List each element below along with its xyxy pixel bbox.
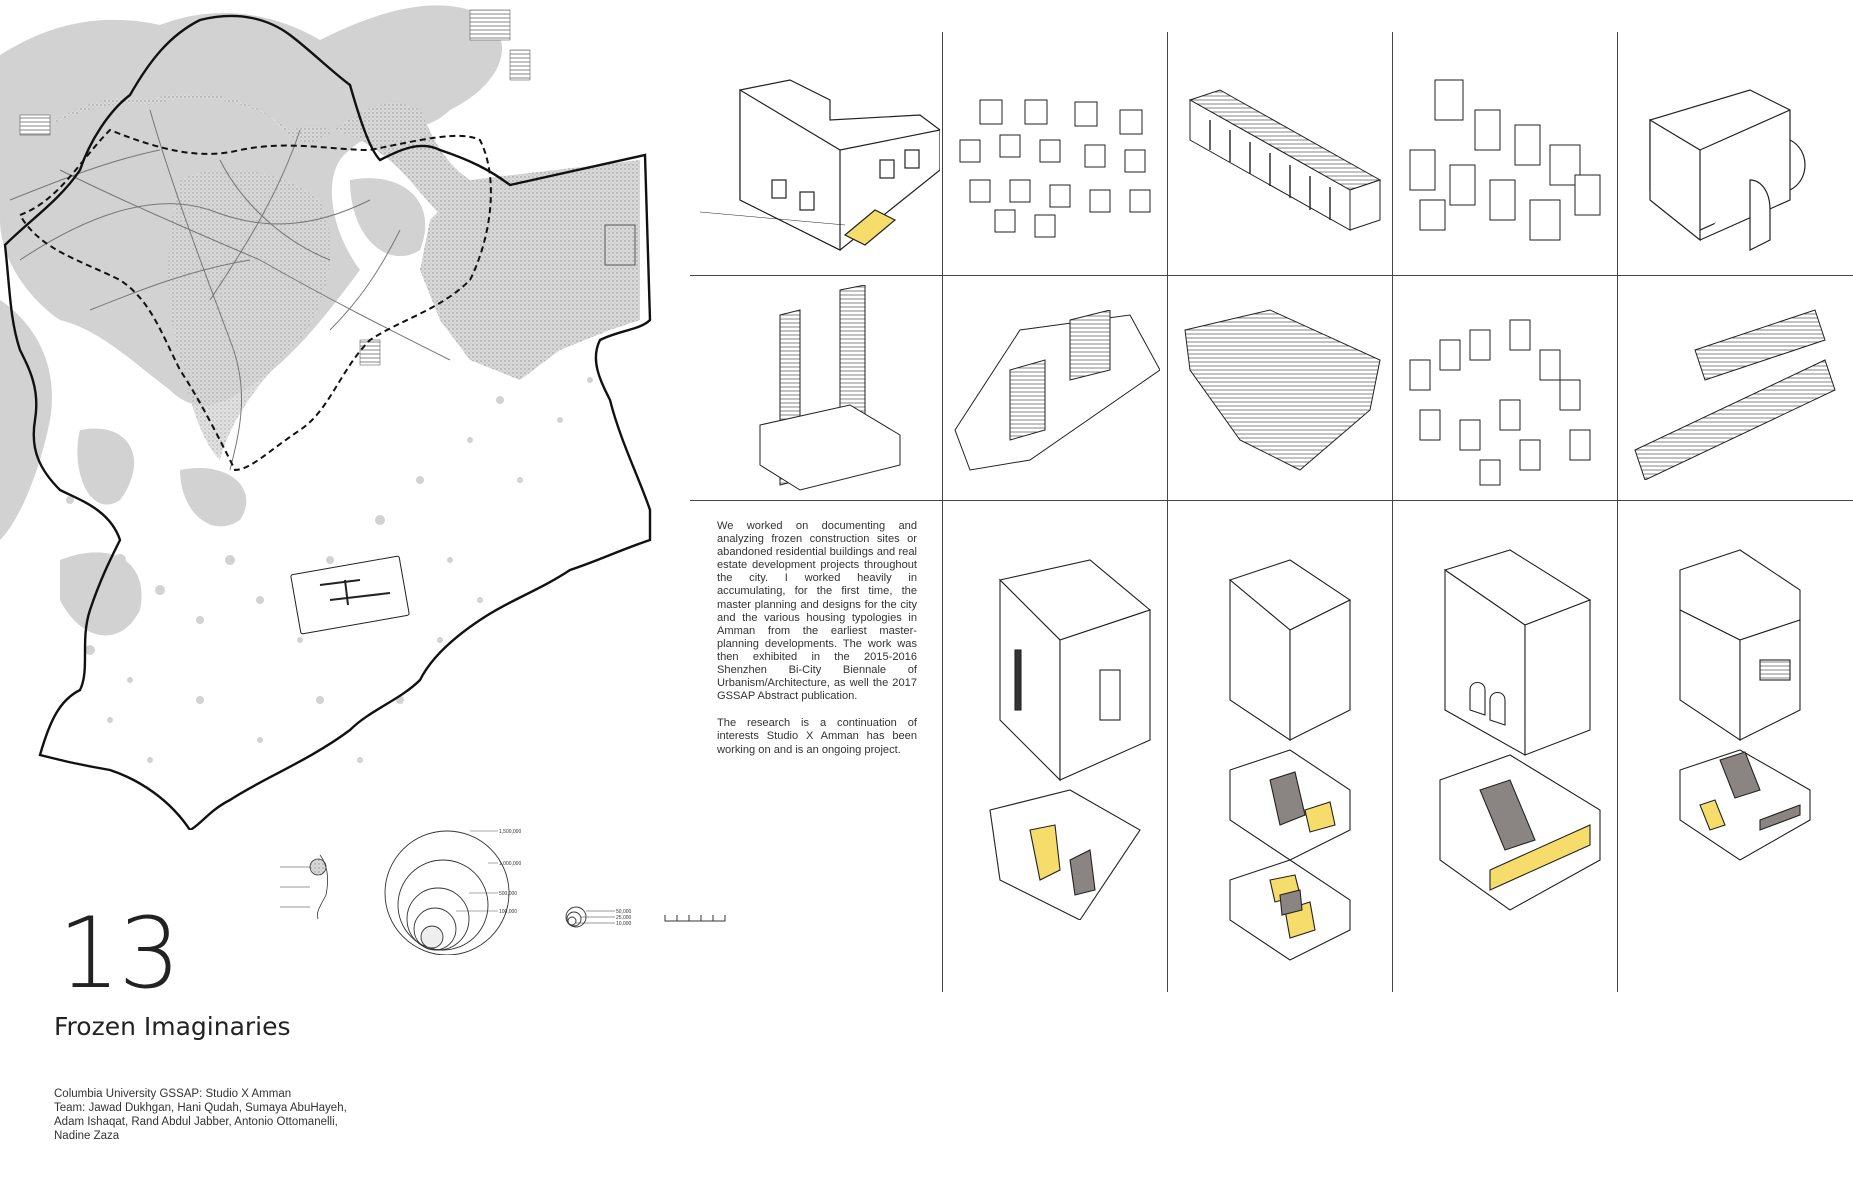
population-circles	[384, 830, 510, 955]
typology-cell-9	[1400, 300, 1610, 490]
small-circle-label-3: 10,000	[616, 921, 632, 927]
scale-bar	[664, 915, 726, 922]
grid-divider	[942, 32, 943, 992]
grid-divider	[1167, 32, 1168, 992]
governorate-outline[interactable]	[3, 14, 652, 830]
mini-map-legend	[280, 854, 328, 920]
typology-cell-6	[740, 285, 940, 495]
villa-cluster	[959, 99, 1151, 238]
small-circle-label-1: 50,000	[616, 909, 632, 915]
credit-line: Columbia University GSSAP: Studio X Amma…	[54, 1088, 292, 1100]
credit-line: Team: Jawad Dukhgan, Hani Qudah, Sumaya …	[54, 1102, 347, 1114]
typology-cell-1	[700, 60, 940, 260]
house-analysis-4	[1660, 540, 1830, 870]
grid-divider	[1392, 32, 1393, 992]
core-dotted	[168, 169, 331, 460]
amman-map	[0, 5, 652, 830]
project-title: Frozen Imaginaries	[54, 1012, 291, 1041]
eastern-reserve-rect	[604, 224, 636, 266]
typology-cell-10	[1625, 300, 1845, 480]
circle-label-2: 1,000,000	[499, 861, 521, 867]
research-description: We worked on documenting and analyzing f…	[717, 520, 917, 771]
house-analysis-3	[1430, 540, 1610, 930]
hatched-patches	[19, 9, 531, 366]
grid-divider	[690, 275, 1853, 276]
circle-label-1: 1,500,000	[499, 829, 521, 835]
road-network	[9, 109, 451, 471]
plate-number: 13	[58, 897, 181, 1011]
typology-cell-5	[1630, 70, 1840, 260]
population-legend: 1,500,000 1,000,000 500,000 100,000 50,0…	[280, 829, 726, 955]
small-circle-label-2: 25,000	[616, 915, 632, 921]
typology-cell-8	[1180, 300, 1390, 480]
small-circles	[565, 906, 615, 928]
description-paragraph: We worked on documenting and analyzing f…	[717, 520, 917, 703]
credits: Columbia University GSSAP: Studio X Amma…	[54, 1087, 384, 1143]
house-analysis-1	[980, 540, 1170, 920]
airport-runway-icon	[290, 555, 410, 635]
grid-divider	[690, 500, 1853, 501]
typology-cell-7	[950, 310, 1160, 480]
municipal-boundary	[18, 128, 492, 472]
credit-line: Nadine Zaza	[54, 1130, 120, 1142]
grid-divider	[1617, 32, 1618, 992]
circle-label-4: 100,000	[499, 909, 517, 915]
typology-cell-3	[1180, 70, 1390, 250]
typology-cell-2	[950, 80, 1160, 240]
house-analysis-2	[1210, 540, 1380, 970]
eastern-dotted-zone	[420, 160, 640, 380]
scattered-settlements	[66, 377, 593, 763]
description-paragraph: The research is a continuation of intere…	[717, 717, 917, 756]
typology-cell-4	[1400, 70, 1610, 250]
circle-label-3: 500,000	[499, 891, 517, 897]
credit-line: Adam Ishaqat, Rand Abdul Jabber, Antonio…	[54, 1116, 338, 1128]
